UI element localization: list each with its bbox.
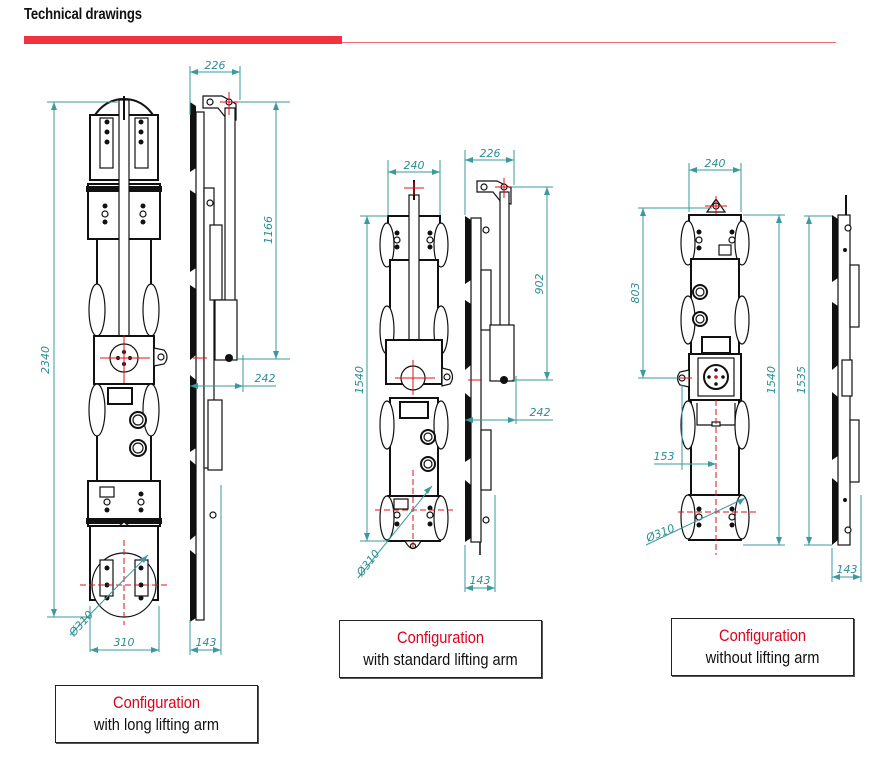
header-rule-accent	[24, 36, 342, 44]
caption-without-arm-title: Configuration	[719, 626, 806, 645]
without-arm-front-view	[672, 196, 756, 555]
caption-long-arm-title: Configuration	[113, 693, 200, 712]
dim-arm-height-standard: 902	[533, 274, 546, 295]
standard-arm-front-view	[375, 180, 455, 550]
dim-top-width-side-long: 226	[205, 59, 226, 72]
dim-depth-long: 143	[196, 636, 217, 649]
dim-depth-none: 143	[837, 563, 858, 576]
long-arm-side-view	[190, 92, 240, 622]
dim-arm-height-long: 1166	[262, 216, 275, 244]
dim-overall-height-standard: 1540	[353, 366, 366, 394]
dim-arm-offset-standard: 242	[530, 406, 551, 419]
dim-overall-height-long: 2340	[39, 346, 52, 374]
standard-arm-side-view	[465, 178, 515, 555]
without-arm-side-dimensions: 1535 143	[795, 215, 862, 582]
caption-standard-arm-subtitle: with standard lifting arm	[363, 650, 518, 669]
caption-long-arm-subtitle: with long lifting arm	[93, 715, 220, 734]
dim-arm-offset-long: 242	[255, 372, 276, 385]
long-arm-side-dimensions: 226 1166 242 143	[189, 59, 290, 655]
caption-standard-arm-title: Configuration	[397, 628, 484, 647]
caption-without-arm-subtitle: without lifting arm	[705, 648, 820, 667]
dim-top-width-front-standard: 240	[404, 159, 425, 172]
dim-top-width-front-none: 240	[705, 157, 726, 170]
without-arm-side-view	[832, 195, 860, 546]
dim-pad-diameter-long: Ø310	[66, 608, 96, 639]
dim-overall-height-side-none: 1535	[795, 366, 808, 394]
header-rule-thin	[24, 42, 836, 43]
dim-pad-diameter-none: Ø310	[643, 522, 676, 546]
dim-depth-standard: 143	[470, 574, 491, 587]
dim-body-width-long: 310	[114, 636, 135, 649]
caption-without-arm: Configuration without lifting arm	[671, 618, 854, 676]
standard-arm-side-dimensions: 226 902 242 143	[464, 147, 553, 592]
dim-lug-distance-none: 803	[629, 283, 642, 304]
dim-top-width-side-standard: 226	[480, 147, 501, 160]
dim-center-offset-none: 153	[654, 450, 675, 463]
page-title: Technical drawings	[24, 6, 142, 23]
dim-overall-height-front-none: 1540	[765, 366, 778, 394]
caption-standard-arm: Configuration with standard lifting arm	[339, 620, 542, 678]
dim-pad-diameter-standard: Ø310	[354, 547, 383, 579]
caption-long-arm: Configuration with long lifting arm	[55, 685, 258, 743]
without-arm-front-dimensions: 240 803 1540 153 Ø310	[629, 157, 785, 546]
long-arm-front-view	[80, 96, 168, 625]
